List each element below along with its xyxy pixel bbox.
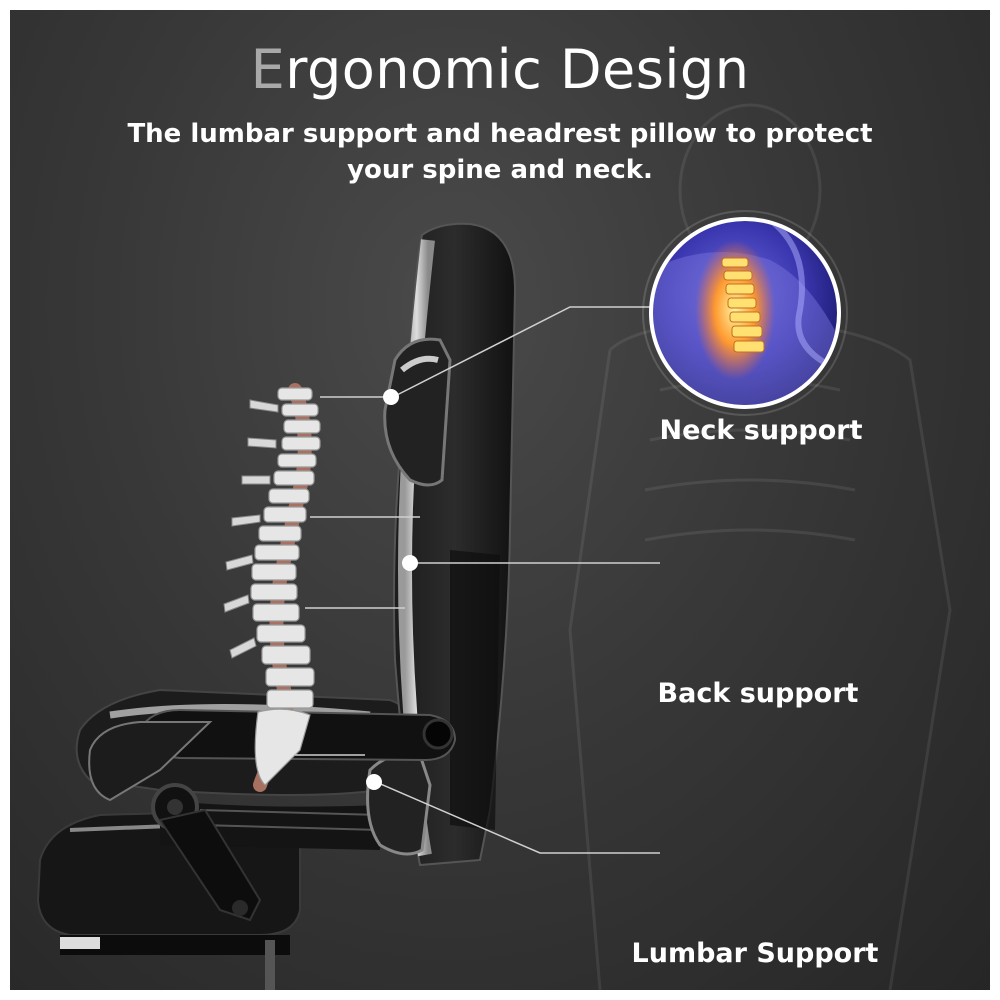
title-accent-letter: E: [250, 38, 286, 101]
page-title: Ergonomic Design: [10, 38, 990, 101]
neck-spine-xray-icon: [642, 210, 848, 416]
callout-label-neck: Neck support: [659, 415, 863, 446]
subtitle-line-2: your spine and neck.: [347, 155, 653, 185]
page-subtitle: The lumbar support and headrest pillow t…: [110, 116, 890, 188]
spine-model: [223, 383, 321, 792]
connector-dots: [366, 389, 418, 790]
title-text: rgonomic Design: [285, 38, 750, 101]
product-banner: Ergonomic Design The lumbar support and …: [10, 10, 990, 990]
gaming-chair: [36, 222, 517, 990]
subtitle-line-1: The lumbar support and headrest pillow t…: [127, 119, 873, 149]
callout-label-lumbar: Lumbar Support: [631, 938, 879, 969]
connector-lines: [295, 306, 660, 854]
callout-label-back: Back support: [657, 678, 859, 709]
illustration: [36, 103, 952, 990]
